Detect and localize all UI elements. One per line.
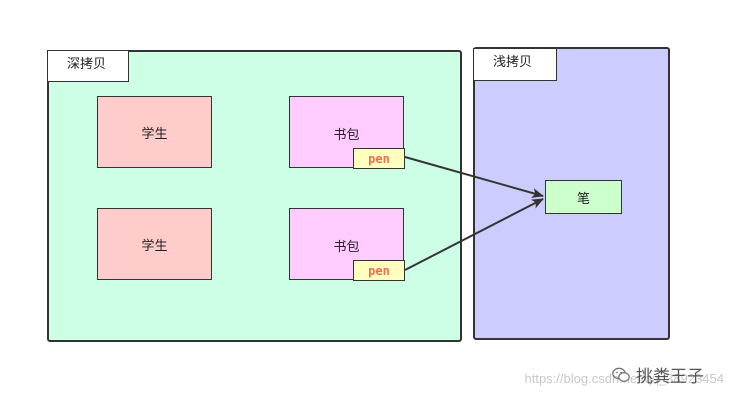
- deep-copy-label: 深拷贝: [47, 50, 129, 82]
- student-label: 学生: [141, 126, 168, 142]
- shallow-copy-label: 浅拷贝: [473, 48, 557, 81]
- brand-watermark: 挑粪王子: [612, 362, 704, 387]
- arrow-pen-1: [404, 156, 544, 198]
- arrow-pen-2: [404, 198, 544, 271]
- wechat-icon: [612, 367, 630, 382]
- pen-reference-2: pen: [353, 260, 405, 281]
- pen-reference-label: pen: [368, 151, 390, 166]
- pen-reference-1: pen: [353, 148, 405, 169]
- brand-name: 挑粪王子: [636, 367, 704, 387]
- schoolbag-label: 书包: [333, 128, 360, 143]
- student-node-2: 学生: [97, 208, 212, 280]
- pen-object-label: 笔: [576, 191, 590, 207]
- student-node-1: 学生: [97, 96, 212, 168]
- pen-object-node: 笔: [545, 180, 622, 214]
- pen-reference-label: pen: [368, 263, 390, 278]
- schoolbag-label: 书包: [333, 240, 360, 255]
- student-label: 学生: [141, 238, 168, 254]
